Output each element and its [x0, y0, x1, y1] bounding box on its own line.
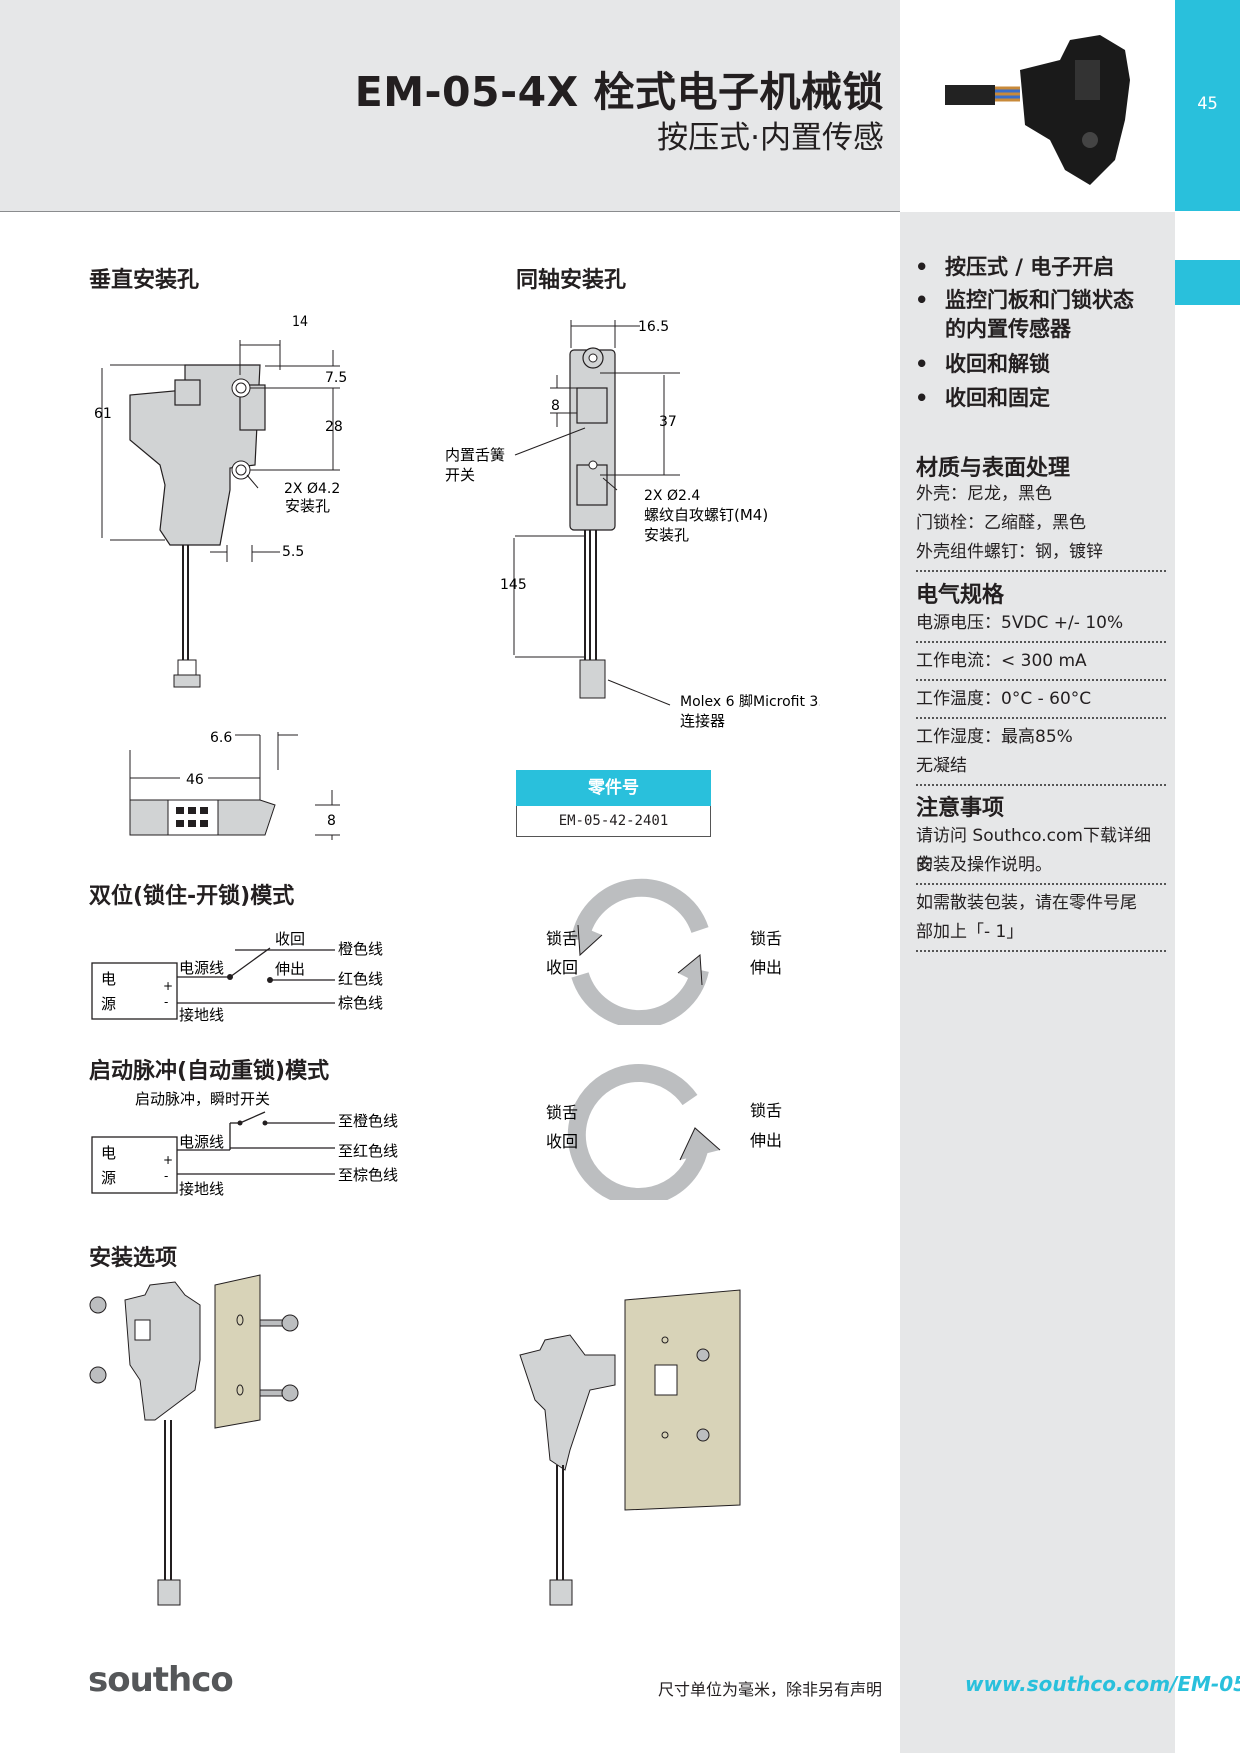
bi-retract: 收回 [275, 930, 305, 948]
cycle1-extend: 伸出 [750, 958, 782, 977]
connector-label-2: 连接器 [680, 712, 725, 730]
bi-source-1: 电 [101, 970, 116, 988]
notes-item-4: 部加上「- 1」 [916, 922, 1024, 942]
page-title: EM-05-4X 栓式电子机械锁 [354, 68, 884, 116]
pulse-ground-line: 接地线 [179, 1180, 224, 1198]
pulse-minus: - [164, 1169, 168, 1183]
section-install-options: 安装选项 [89, 1246, 178, 1271]
pulse-wiring-diagram: 启动脉冲，瞬时开关 至橙色线 至红色线 至棕色线 电源线 接地线 电 源 + - [91, 1090, 398, 1198]
product-photo [945, 35, 1130, 185]
pulse-source-2: 源 [101, 1169, 116, 1187]
dim-7-5: 7.5 [325, 370, 347, 386]
coax-holes-note-1: 螺纹自攻螺钉(M4) [644, 506, 768, 524]
connector-label-1: Molex 6 脚Microfit 3.0 [680, 694, 820, 710]
install-option-illustration-1 [89, 1274, 299, 1606]
dim-holes-note: 安装孔 [285, 497, 330, 515]
divider [916, 717, 1166, 719]
part-number-heading: 零件号 [516, 770, 711, 806]
dim-145: 145 [500, 577, 527, 593]
bi-minus: - [164, 995, 168, 1009]
notes-item-2: 安装及操作说明。 [916, 855, 1052, 875]
bi-power-line: 电源线 [179, 959, 224, 977]
divider [916, 784, 1166, 786]
bi-ground-line: 接地线 [179, 1006, 224, 1024]
electrical-item-5: 无凝结 [916, 756, 967, 776]
dim-14: 14 [292, 314, 308, 330]
materials-item-2: 门锁栓：乙缩醛，黑色 [916, 513, 1086, 533]
footer-url-link[interactable]: www.southco.com/EM-05 [965, 1672, 1240, 1696]
install-option-illustration-2 [519, 1289, 741, 1606]
electrical-item-3: 工作温度：0°C - 60°C [916, 689, 1092, 709]
dim-28: 28 [325, 419, 343, 435]
cycle2-retract: 收回 [546, 1132, 578, 1151]
pulse-cycle-diagram: 锁舌 收回 锁舌 伸出 [546, 1064, 782, 1200]
electrical-item-1: 电源电压：5VDC +/- 10% [916, 613, 1124, 633]
cycle2-latch-right: 锁舌 [750, 1101, 782, 1120]
part-number-value: EM-05-42-2401 [516, 806, 711, 837]
section-coaxial-mount: 同轴安装孔 [516, 268, 627, 293]
dim-16-5: 16.5 [638, 319, 669, 335]
divider [916, 679, 1166, 681]
section-pulse-mode: 启动脉冲(自动重锁)模式 [89, 1059, 330, 1084]
materials-heading: 材质与表面处理 [916, 456, 1071, 481]
footer-note: 尺寸单位为毫米，除非另有声明 [658, 1680, 883, 1699]
pulse-to-brown: 至棕色线 [338, 1166, 398, 1184]
product-photo-box [900, 0, 1175, 211]
notes-item-1: 请访问 Southco.com下载详细的 [916, 826, 1151, 875]
pulse-plus: + [163, 1153, 173, 1167]
bistable-cycle-diagram: 锁舌 收回 锁舌 伸出 [546, 878, 782, 1025]
page-tab [1175, 0, 1240, 211]
cycle2-extend: 伸出 [750, 1131, 782, 1150]
electrical-item-2: 工作电流：< 300 mA [916, 651, 1087, 671]
materials-item-3: 外壳组件螺钉：钢，镀锌 [916, 542, 1103, 562]
southco-logo: southco [88, 1660, 234, 1700]
bistable-wiring-diagram: 收回 伸出 橙色线 红色线 棕色线 电源线 接地线 电 源 + - [91, 930, 383, 1024]
coax-holes: 2X Ø2.4 [644, 488, 700, 504]
pulse-source-1: 电 [101, 1144, 116, 1162]
cycle2-latch-left: 锁舌 [546, 1103, 578, 1122]
dim-coax-8: 8 [551, 398, 560, 414]
divider [916, 641, 1166, 643]
dim-5-5: 5.5 [282, 544, 304, 560]
vertical-mount-drawing: 14 7.5 28 61 2X Ø4.2 安装孔 5.5 6.6 46 8 [94, 314, 347, 840]
pulse-to-orange: 至橙色线 [338, 1112, 398, 1130]
section-bistable-mode: 双位(锁住-开锁)模式 [89, 884, 295, 909]
notes-heading: 注意事项 [916, 796, 1005, 821]
divider [916, 570, 1166, 572]
bi-orange: 橙色线 [338, 940, 383, 958]
dim-6-6: 6.6 [210, 730, 232, 746]
cycle1-latch-left: 锁舌 [546, 929, 578, 948]
notes-item-3: 如需散装包装，请在零件号尾 [916, 893, 1137, 913]
divider [916, 950, 1166, 952]
pulse-switch-label: 启动脉冲，瞬时开关 [135, 1090, 270, 1108]
dim-37: 37 [659, 414, 677, 430]
coaxial-mount-drawing: 16.5 8 37 内置舌簧 开关 2X Ø2.4 螺纹自攻螺钉(M4) 安装孔… [445, 319, 820, 730]
cycle1-retract: 收回 [546, 958, 578, 977]
bi-plus: + [163, 979, 173, 993]
electrical-item-4: 工作湿度：最高85% [916, 727, 1073, 747]
page-number: 45 [1197, 94, 1218, 114]
cycle1-latch-right: 锁舌 [750, 929, 782, 948]
divider [916, 883, 1166, 885]
side-tab [1175, 260, 1240, 305]
bi-source-2: 源 [101, 995, 116, 1013]
coax-holes-note-2: 安装孔 [644, 526, 689, 544]
section-vertical-mount: 垂直安装孔 [89, 268, 200, 293]
electrical-heading: 电气规格 [916, 583, 1005, 608]
dim-61: 61 [94, 406, 112, 422]
pulse-to-red: 至红色线 [338, 1142, 398, 1160]
sidebar-panel [900, 212, 1175, 1753]
pulse-power-line: 电源线 [179, 1133, 224, 1151]
page-subtitle: 按压式·内置传感 [657, 120, 884, 156]
bi-brown: 棕色线 [338, 994, 383, 1012]
header-band [0, 0, 900, 212]
spring-label-1: 内置舌簧 [445, 446, 505, 464]
materials-item-1: 外壳：尼龙，黑色 [916, 484, 1052, 504]
bi-red: 红色线 [338, 970, 383, 988]
dim-46: 46 [186, 772, 204, 788]
spring-label-2: 开关 [445, 466, 475, 484]
dim-8: 8 [327, 813, 336, 829]
bi-extend: 伸出 [275, 960, 305, 978]
dim-holes: 2X Ø4.2 [284, 481, 340, 497]
